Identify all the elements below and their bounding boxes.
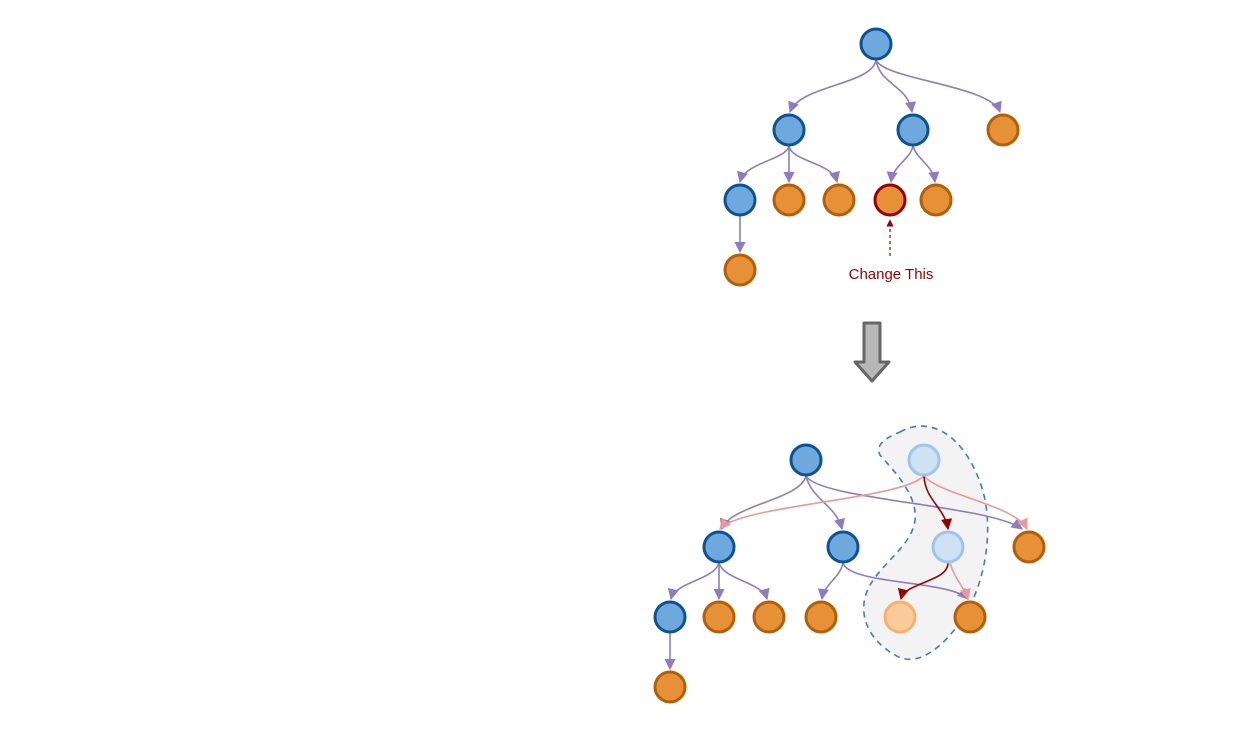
changed-leaf-node <box>873 183 907 217</box>
leaf-node <box>752 600 786 634</box>
internal-node <box>702 530 736 564</box>
modified-path-region <box>862 425 989 661</box>
root-node <box>859 27 893 61</box>
internal-node <box>653 600 687 634</box>
down-arrow-icon <box>853 321 891 383</box>
edge <box>875 59 917 114</box>
edge <box>949 562 971 601</box>
edge <box>886 145 914 184</box>
root-node <box>789 443 823 477</box>
edge <box>897 562 949 601</box>
edge <box>817 562 844 601</box>
before-tree: Change This <box>723 27 1020 287</box>
edge <box>875 59 1002 114</box>
edge <box>842 562 969 600</box>
edge <box>912 145 940 184</box>
new-root-node <box>907 443 941 477</box>
leaf-node <box>702 600 736 634</box>
new-internal-node <box>931 530 965 564</box>
after-tree-nodes <box>653 443 1046 704</box>
internal-node <box>826 530 860 564</box>
new-leaf-node <box>883 600 917 634</box>
leaf-node <box>723 253 757 287</box>
change-annotation: Change This <box>849 219 934 283</box>
internal-node <box>772 113 806 147</box>
edge <box>923 475 953 531</box>
leaf-node <box>919 183 953 217</box>
internal-node <box>896 113 930 147</box>
edge <box>805 475 1023 530</box>
edge <box>788 145 840 184</box>
leaf-node <box>653 670 687 704</box>
after-tree <box>653 425 1046 704</box>
edge <box>667 562 720 601</box>
edge <box>923 475 1028 531</box>
leaf-node <box>772 183 806 217</box>
edge <box>788 59 877 114</box>
edge <box>719 475 925 530</box>
leaf-node <box>953 600 987 634</box>
edge <box>737 145 790 184</box>
leaf-node <box>986 113 1020 147</box>
internal-node <box>723 183 757 217</box>
edge <box>718 562 770 601</box>
leaf-node <box>804 600 838 634</box>
leaf-node <box>822 183 856 217</box>
after-tree-edges <box>664 475 1028 671</box>
change-this-label: Change This <box>849 266 934 283</box>
before-tree-edges <box>734 59 1002 254</box>
before-tree-nodes <box>723 27 1020 287</box>
leaf-node <box>1012 530 1046 564</box>
